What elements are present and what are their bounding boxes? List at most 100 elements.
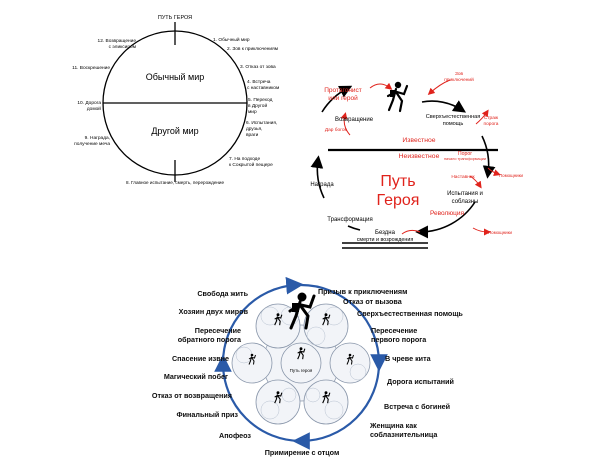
d2-threshold-1: Порог — [458, 151, 472, 157]
d3-right-6: Дорога испытаний — [387, 377, 454, 386]
d3-right-1: Призыв к приключениям — [318, 287, 407, 296]
d3-right-4b: первого порога — [371, 335, 427, 344]
d3-bottom-label: Примирение с отцом — [265, 448, 340, 457]
d3-small-heroes-icons — [248, 313, 354, 404]
d2-abyss-1: Бездна — [375, 230, 396, 236]
diagram-1: ПУТЬ ГЕРОЯ Обычный мир Другой мир 1. Обы… — [72, 15, 279, 185]
d2-revolution: Революция — [430, 210, 465, 217]
d1-label-10b: домой — [87, 105, 101, 112]
d3-inner-circles — [231, 303, 371, 425]
d2-arc-left-upper — [321, 85, 353, 113]
d1-label-4b: с наставником — [247, 86, 279, 91]
d1-label-10a: 10. Дорога — [77, 100, 101, 106]
d2-call-1: Зов — [455, 71, 464, 77]
d2-big-title-2: Героя — [377, 192, 420, 209]
d2-arc-top — [421, 100, 467, 113]
d1-label-8: 8. Главное испытание, смерть, перерожден… — [126, 180, 225, 185]
d3-right-8a: Женщина как — [369, 421, 417, 430]
d1-label-5c: мир — [248, 110, 257, 115]
d2-arc-left — [310, 155, 325, 199]
d1-label-9b: получение меча — [74, 142, 110, 147]
d2-arc-right-upper — [481, 135, 496, 179]
d2-red-arrow-call — [427, 79, 451, 96]
d1-label-9a: 9. Награда, — [85, 135, 110, 141]
d2-red-arrow-guardian — [475, 109, 489, 125]
d2-return: Возвращение — [335, 117, 374, 123]
d3-left-6: Отказ от возвращения — [152, 391, 232, 400]
d2-helpers-bottom: Помощники — [488, 230, 512, 235]
d1-label-5a: 5. Переход — [248, 97, 273, 103]
d2-call-2: приключений — [444, 76, 474, 83]
d1-label-6a: 6. Испытания, — [246, 120, 277, 126]
d3-left-3a: Пересечение — [195, 326, 241, 335]
d3-blue-arc-1 — [300, 283, 388, 372]
diagram-2: Протагонист или герой Зов приключений Св… — [310, 71, 524, 249]
d2-trials-1: Испытания и — [447, 191, 483, 197]
d2-red-arrow-gift — [340, 112, 351, 136]
d3-right-labels: Призыв к приключениям Отказ от вызова Св… — [318, 287, 463, 439]
d2-red-arrow-mentor — [469, 175, 482, 189]
diagram-3: Путь героя Свобода жить Хозяин двух миро… — [152, 276, 463, 457]
d3-left-4: Спасение извне — [172, 354, 229, 363]
d3-center-label: Путь героя — [290, 368, 313, 373]
d1-label-3: 3. Отказ от зова — [240, 64, 276, 70]
d2-hero-figure-icon — [386, 81, 409, 113]
d2-threshold-2: начало трансформации — [444, 157, 486, 161]
d2-gift: Дар богов — [325, 127, 348, 133]
d3-left-8: Апофеоз — [219, 431, 251, 440]
d2-helpers-top: Помощники — [499, 173, 523, 178]
d1-label-6b: друзья, — [246, 127, 262, 132]
d2-mentor: Наставник — [451, 174, 475, 180]
d1-label-7b: к Сокрытой пещере — [229, 161, 273, 168]
d3-right-5: В чреве кита — [385, 354, 432, 363]
d2-abyss-2: смерти и возрождения — [357, 237, 414, 243]
d2-trials-2: соблазны — [452, 199, 479, 205]
d2-guardian-1: Страж — [484, 115, 499, 121]
d3-right-3: Сверхъестественная помощь — [357, 309, 463, 318]
d2-arc-bottom-right — [415, 201, 476, 239]
d2-arc-bottom-left — [347, 225, 361, 231]
d1-label-11: 11. Воскрешение — [72, 65, 110, 71]
d2-unknown: Неизвестное — [399, 153, 440, 160]
d2-red-arrow-helpers — [487, 167, 501, 177]
d3-blue-arc-4 — [221, 276, 304, 364]
d1-right-labels: 1. Обычный мир 2. Зов к приключениям 3. … — [213, 36, 279, 168]
d3-big-hero-icon — [288, 292, 316, 330]
d1-label-5b: в Другой — [248, 102, 267, 109]
d2-transformation: Трансформация — [327, 217, 372, 223]
d1-label-6c: враги — [246, 133, 259, 138]
d1-label-12b: с эликсиром — [109, 45, 136, 50]
d1-other-world: Другой мир — [151, 126, 198, 136]
d3-left-7: Финальный приз — [177, 410, 239, 419]
d3-right-7: Встреча с богиней — [384, 402, 450, 411]
d2-protagonist-2: или герой — [328, 94, 358, 102]
d3-left-2: Хозяин двух миров — [179, 307, 249, 316]
d2-guardian-2: порога — [484, 122, 499, 127]
d3-left-labels: Свобода жить Хозяин двух миров Пересечен… — [152, 289, 252, 440]
d1-label-12a: 12. Возвращение — [98, 38, 137, 44]
d1-label-2: 2. Зов к приключениям — [227, 46, 278, 52]
d3-left-3b: обратного порога — [178, 335, 242, 344]
d1-label-7a: 7. На подходе — [229, 156, 260, 162]
d1-left-labels: 12. Возвращение с эликсиром 11. Воскреше… — [72, 38, 136, 147]
d2-red-arrow-revolution — [401, 229, 421, 235]
d1-label-1: 1. Обычный мир — [213, 36, 250, 43]
d1-title: ПУТЬ ГЕРОЯ — [158, 15, 192, 21]
d2-help-2: помощь — [443, 121, 464, 127]
d3-right-2: Отказ от вызова — [343, 297, 403, 306]
d2-big-title-1: Путь — [380, 173, 415, 190]
d2-known: Известное — [402, 137, 435, 144]
d3-left-5: Магический побег — [164, 372, 228, 381]
d1-ordinary-world: Обычный мир — [146, 72, 205, 82]
d3-left-1: Свобода жить — [197, 289, 248, 298]
d2-help-1: Сверхъестественная — [426, 114, 481, 120]
d1-label-4a: 4. Встреча — [247, 79, 271, 85]
d3-right-4a: Пересечение — [371, 326, 417, 335]
d2-red-arrow-protagonist — [369, 82, 393, 90]
d2-red-arrow-helpers-bottom — [472, 227, 491, 236]
d2-protagonist-1: Протагонист — [324, 87, 362, 94]
d3-right-8b: соблазнительница — [370, 430, 438, 439]
d3-blue-arc-2 — [292, 362, 381, 450]
d3-blue-arc-3 — [214, 354, 302, 443]
